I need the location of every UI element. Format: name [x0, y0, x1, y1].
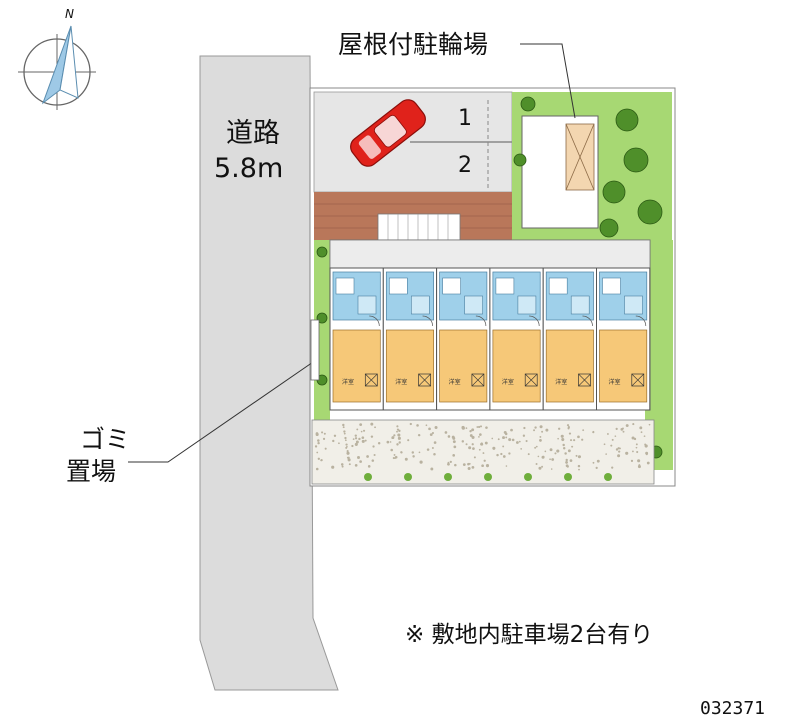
parking-slot-2-label: 2: [458, 153, 472, 178]
unit-room-label: 洋室: [609, 378, 621, 386]
unit-room-label: 洋室: [449, 378, 461, 386]
apartment-unit: 洋室: [542, 267, 598, 411]
apartment-unit: 洋室: [382, 267, 438, 411]
unit-room-label: 洋室: [502, 378, 514, 386]
apartment-unit: 洋室: [596, 267, 651, 411]
tree-icon: [316, 96, 663, 459]
garbage-label-line1: ゴミ: [80, 425, 131, 454]
bike-leader-line: [520, 43, 576, 119]
apartment-unit: 洋室: [489, 267, 544, 411]
road-width-label: 5.8m: [214, 153, 284, 184]
apartment-units: 洋室 洋室 洋室 洋室 洋室 洋室: [329, 267, 651, 411]
unit-room-label: 洋室: [342, 378, 354, 386]
car-icon: [350, 99, 426, 167]
bike-parking-label: 屋根付駐輪場: [338, 30, 489, 59]
parking-slot-1-label: 1: [458, 106, 472, 131]
property-code: 032371: [700, 698, 766, 719]
apartment-unit: 洋室: [329, 267, 384, 411]
apartment-unit: 洋室: [436, 267, 491, 411]
road-name-label: 道路: [226, 118, 280, 149]
unit-room-label: 洋室: [555, 378, 567, 386]
gravel-area: [311, 419, 655, 485]
road: [199, 55, 339, 691]
compass-icon: [18, 25, 96, 110]
garbage-leader-line: [128, 359, 317, 463]
compass-north-label: N: [65, 7, 74, 21]
parking-note: ※ 敷地内駐車場2台有り: [405, 622, 654, 648]
unit-room-label: 洋室: [395, 378, 407, 386]
garbage-station: [310, 319, 320, 381]
garbage-label-line2: 置場: [66, 457, 117, 486]
